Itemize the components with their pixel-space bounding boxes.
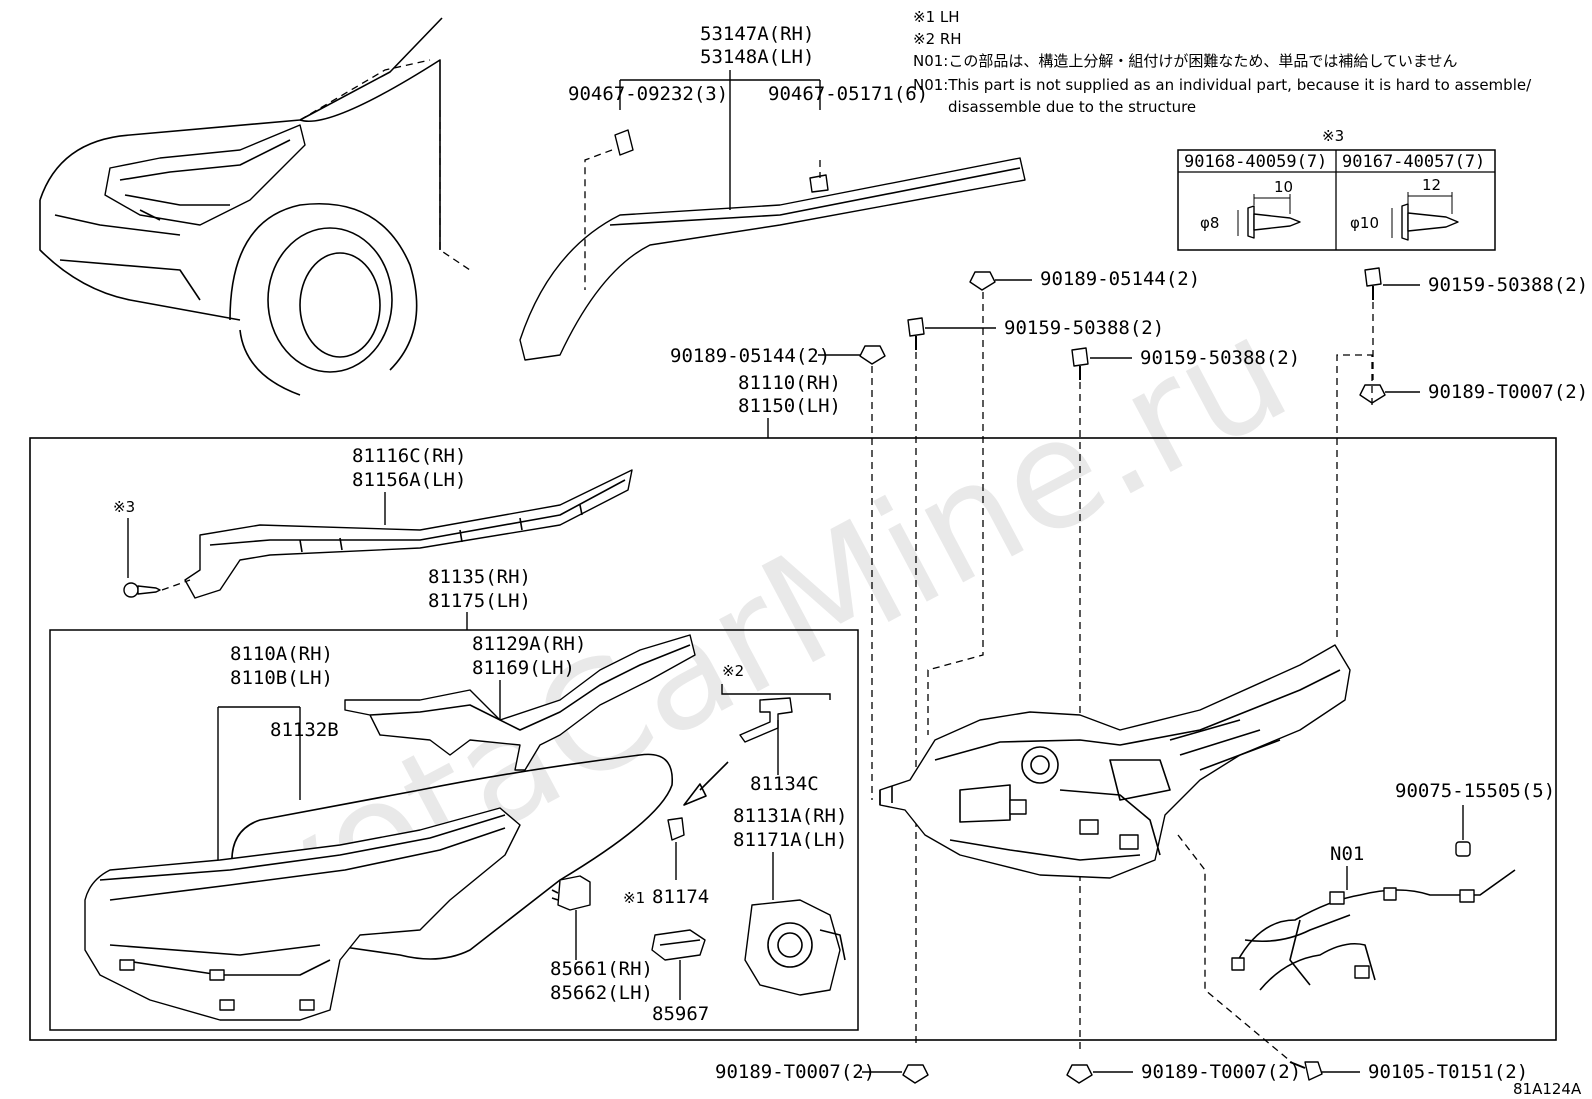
table-mark: ※3 bbox=[1322, 127, 1344, 145]
gasket-part[interactable] bbox=[231, 753, 673, 960]
part134-label: 81134C bbox=[750, 773, 819, 795]
clip2-label: 90467-05171(6) bbox=[768, 83, 928, 105]
lens-part[interactable] bbox=[84, 807, 521, 1021]
unit-rh-label: 81135(RH) bbox=[428, 566, 531, 588]
grommet-label: 90075-15505(5) bbox=[1395, 780, 1555, 802]
bolt-icon bbox=[1364, 267, 1382, 300]
unit-lh-label: 81175(LH) bbox=[428, 590, 531, 612]
wire-harness[interactable] bbox=[1231, 869, 1516, 991]
mark3-label: ※3 bbox=[113, 498, 135, 516]
vehicle-sketch bbox=[39, 17, 471, 396]
bracket-part[interactable] bbox=[184, 469, 633, 599]
bolt-icon bbox=[1289, 1061, 1323, 1081]
note-jp: N01:この部品は、構造上分解・組付けが困難なため、単品では補給していません bbox=[913, 52, 1457, 70]
diagram-code: 81A124A bbox=[1513, 1080, 1582, 1098]
bottom3-label: 90105-T0151(2) bbox=[1368, 1061, 1528, 1083]
cover-lh-label: 81169(LH) bbox=[472, 657, 575, 679]
nut-icon bbox=[902, 1064, 929, 1084]
bracket-rh-label: 81116C(RH) bbox=[352, 445, 466, 467]
bottom1-label: 90189-T0007(2) bbox=[715, 1061, 875, 1083]
screw-icon bbox=[123, 582, 161, 598]
module-part[interactable] bbox=[744, 899, 846, 996]
lens-lh-label: 8110B(LH) bbox=[230, 667, 333, 689]
bolt-c-label: 90159-50388(2) bbox=[1428, 274, 1588, 296]
bolt-b-label: 90159-50388(2) bbox=[1140, 347, 1300, 369]
bolt-icon bbox=[1071, 347, 1089, 380]
n01-label: N01 bbox=[1330, 843, 1364, 865]
bolt-a-label: 90159-50388(2) bbox=[1004, 317, 1164, 339]
bolt-icon bbox=[907, 317, 925, 350]
unit-frame bbox=[49, 629, 859, 1031]
grommet-icon bbox=[1455, 841, 1471, 857]
nut-icon bbox=[1066, 1064, 1093, 1084]
bottom2-label: 90189-T0007(2) bbox=[1141, 1061, 1301, 1083]
bracket-lh-label: 81156A(LH) bbox=[352, 469, 466, 491]
part134-icon[interactable] bbox=[739, 697, 793, 743]
mark1-label: ※1 bbox=[623, 889, 645, 907]
part174-label: 81174 bbox=[652, 886, 709, 908]
lamp-lh-label: 81150(LH) bbox=[738, 395, 841, 417]
lamp-rh-label: 81110(RH) bbox=[738, 372, 841, 394]
comp-lh-label: 85662(LH) bbox=[550, 982, 653, 1004]
note-lh: ※1 LH bbox=[913, 8, 960, 26]
part174-icon[interactable] bbox=[667, 817, 685, 841]
module-rh-label: 81131A(RH) bbox=[733, 805, 847, 827]
assembly-frame bbox=[29, 437, 1557, 1041]
note-rh: ※2 RH bbox=[913, 30, 962, 48]
part967-label: 85967 bbox=[652, 1003, 709, 1025]
table-col2-dia: φ10 bbox=[1350, 214, 1379, 232]
nut-right-label: 90189-T0007(2) bbox=[1428, 381, 1588, 403]
ecu-icon[interactable] bbox=[651, 929, 706, 961]
note-en-1: N01:This part is not supplied as an indi… bbox=[913, 76, 1532, 94]
table-col2-header: 90167-40057(7) bbox=[1342, 152, 1485, 172]
headlamp-assembly[interactable] bbox=[879, 644, 1351, 879]
clip2-icon bbox=[809, 174, 829, 193]
garnish-rh-label: 53147A(RH) bbox=[700, 23, 814, 45]
table-col1-len: 10 bbox=[1274, 178, 1293, 196]
nut-icon bbox=[969, 271, 996, 291]
nut-left-label: 90189-05144(2) bbox=[670, 345, 830, 367]
nut-icon bbox=[859, 345, 886, 365]
screw-table bbox=[1177, 149, 1496, 251]
clip1-icon bbox=[614, 129, 634, 156]
table-col2-len: 12 bbox=[1422, 176, 1441, 194]
arrow-icon bbox=[683, 761, 729, 806]
table-col1-dia: φ8 bbox=[1200, 214, 1219, 232]
gasket-label: 81132B bbox=[270, 719, 339, 741]
module-lh-label: 81171A(LH) bbox=[733, 829, 847, 851]
component-icon[interactable] bbox=[551, 875, 591, 911]
clip1-label: 90467-09232(3) bbox=[568, 83, 728, 105]
lens-rh-label: 8110A(RH) bbox=[230, 643, 333, 665]
nut-icon bbox=[1359, 384, 1386, 404]
garnish-lh-label: 53148A(LH) bbox=[700, 46, 814, 68]
comp-rh-label: 85661(RH) bbox=[550, 958, 653, 980]
table-col1-header: 90168-40059(7) bbox=[1184, 152, 1327, 172]
note-en-2: disassemble due to the structure bbox=[948, 98, 1196, 116]
mark2-label: ※2 bbox=[722, 662, 744, 680]
cover-part[interactable] bbox=[344, 634, 696, 771]
nut-top-label: 90189-05144(2) bbox=[1040, 268, 1200, 290]
garnish-part[interactable] bbox=[519, 157, 1026, 361]
cover-rh-label: 81129A(RH) bbox=[472, 633, 586, 655]
